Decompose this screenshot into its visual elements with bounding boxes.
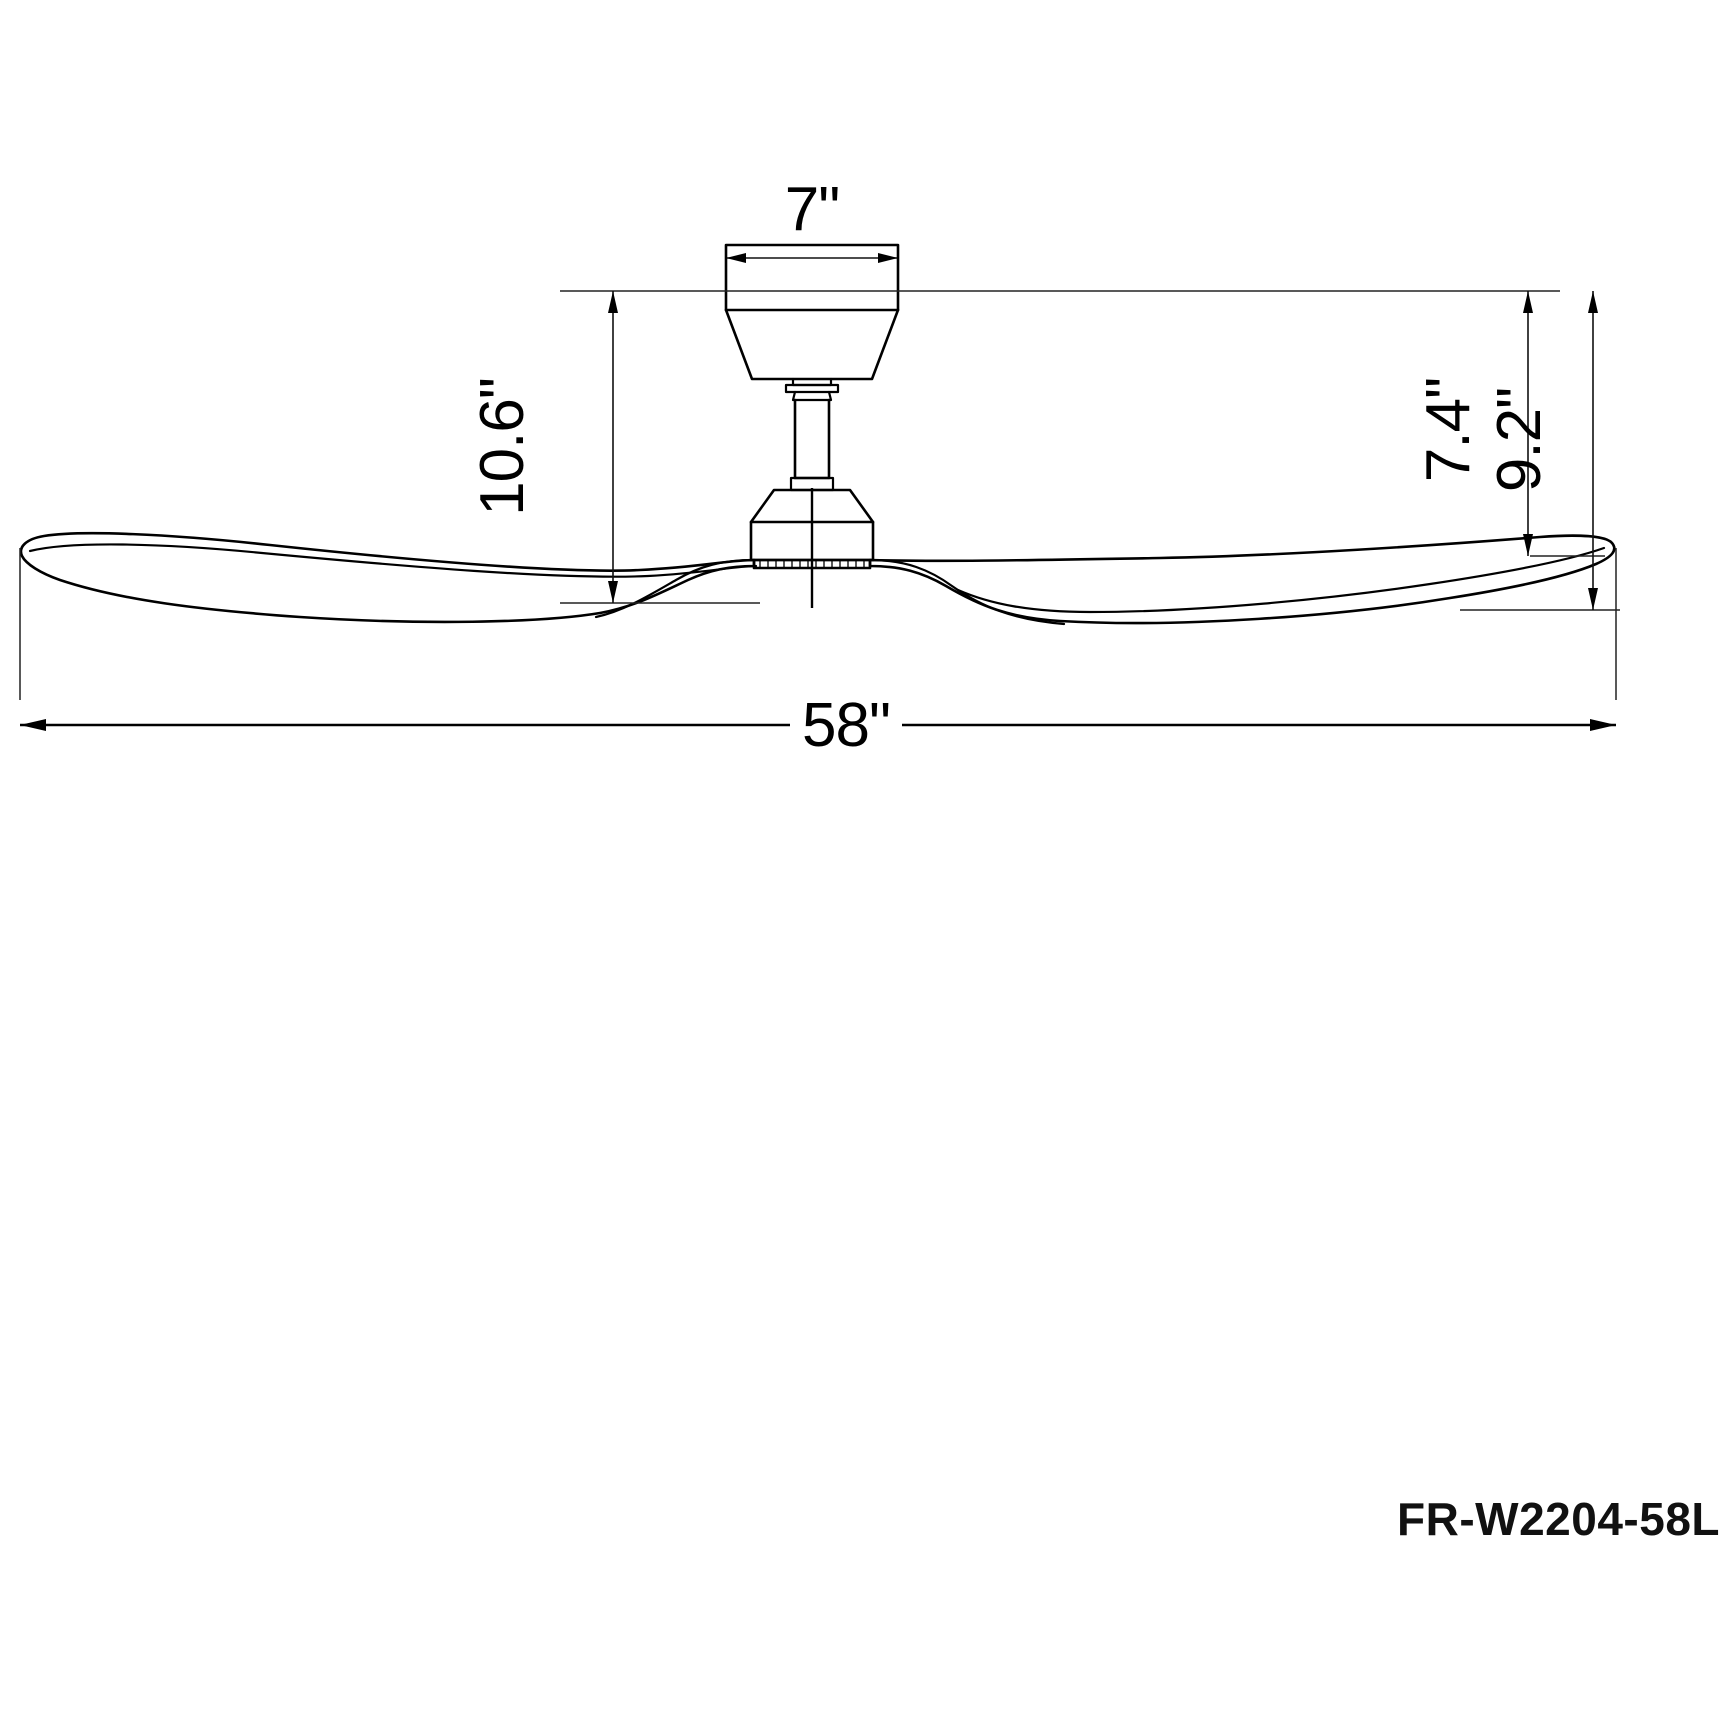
dimension-label-ceiling-to-blade: 7.4"	[1414, 378, 1483, 482]
motor-base-hatching	[759, 560, 865, 568]
dimension-overall-height	[560, 290, 760, 604]
dimension-label-canopy-width: 7"	[785, 175, 840, 244]
dimension-label-overall-height: 10.6"	[468, 378, 537, 516]
motor-housing	[749, 488, 875, 570]
dimension-label-ceiling-to-blade-tip: 9.2"	[1485, 388, 1554, 492]
dimension-blade-span	[19, 548, 1617, 731]
blade-right	[868, 534, 1616, 626]
downrod	[789, 398, 835, 492]
dimension-ceiling-to-blade	[898, 290, 1605, 557]
dimension-label-blade-span: 58"	[802, 691, 890, 760]
canopy-assembly	[724, 243, 900, 402]
dimension-ceiling-to-blade-tip	[1460, 291, 1620, 611]
model-number-label: FR-W2204-58L	[1397, 1493, 1720, 1545]
blade-left	[19, 531, 758, 624]
